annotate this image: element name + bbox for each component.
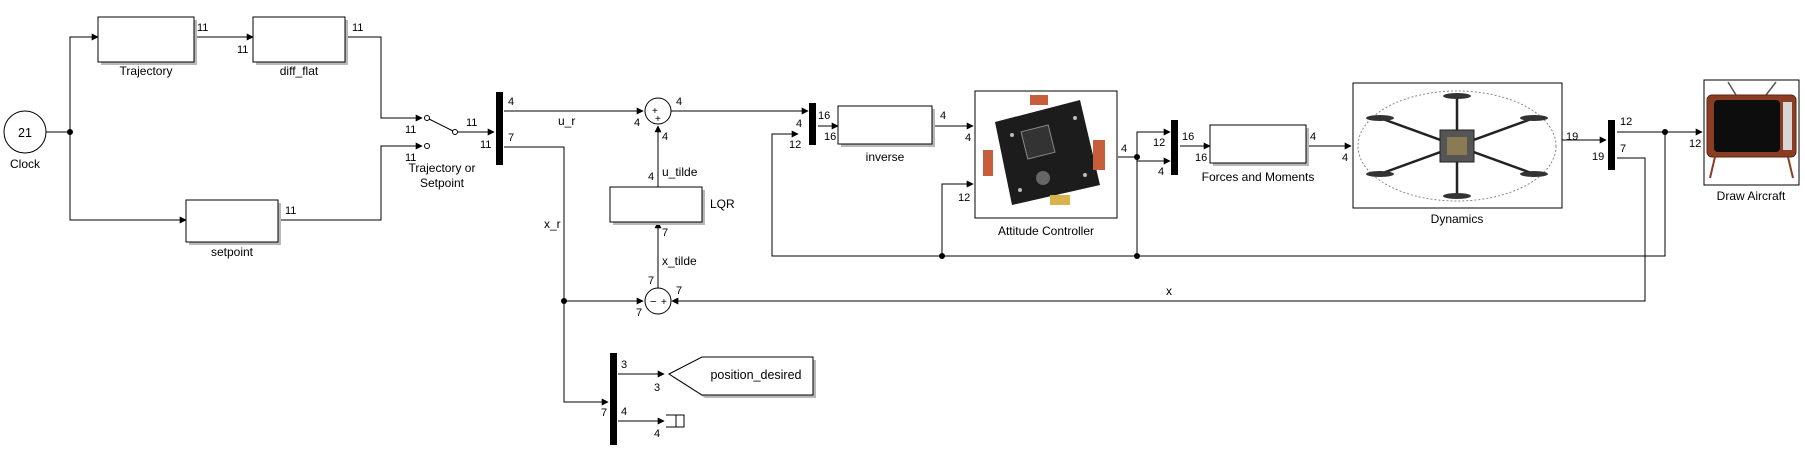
diff-flat-label: diff_flat: [280, 64, 319, 78]
lqr-label: LQR: [710, 197, 735, 211]
port-label: 12: [1620, 116, 1632, 128]
port-label: 4: [508, 96, 514, 108]
clock-block[interactable]: 21: [3, 110, 47, 154]
draw-aircraft-block[interactable]: [1703, 79, 1800, 186]
setpoint-label: setpoint: [211, 245, 254, 259]
port-label: 12: [958, 192, 970, 204]
port-label: 7: [648, 275, 654, 287]
port-label: 4: [662, 131, 668, 143]
terminator-block[interactable]: [666, 414, 685, 428]
goto-position-desired[interactable]: position_desired: [667, 356, 816, 398]
port-label: 11: [405, 124, 416, 136]
port-label: 7: [662, 227, 668, 239]
svg-text:+: +: [661, 297, 667, 308]
port-label: 4: [965, 132, 971, 144]
attitude-controller-label: Attitude Controller: [998, 224, 1094, 238]
port-label: 4: [621, 406, 627, 418]
trajectory-setpoint-switch[interactable]: [424, 115, 458, 149]
svg-text:+: +: [655, 114, 661, 125]
port-label: 11: [352, 22, 363, 34]
demux-position-reference[interactable]: [610, 353, 617, 445]
mux-forces-input[interactable]: [1171, 120, 1178, 175]
port-label: 7: [508, 132, 514, 144]
switch-label-line2: Setpoint: [420, 176, 465, 190]
port-label: 16: [1182, 131, 1194, 143]
signal-u-r: u_r: [558, 114, 575, 128]
forces-moments-label: Forces and Moments: [1202, 170, 1315, 184]
flight-controller-board-icon: [983, 95, 1105, 205]
port-label: 16: [818, 110, 830, 122]
sum-control-block[interactable]: + +: [644, 97, 672, 125]
clock-value: 21: [18, 126, 32, 140]
port-label: 12: [789, 139, 801, 151]
mux-controller-input[interactable]: [809, 103, 816, 145]
signal-x: x: [1166, 284, 1172, 298]
port-label: 3: [654, 382, 660, 394]
inverse-label: inverse: [866, 150, 905, 164]
trajectory-label: Trajectory: [120, 64, 173, 78]
demux-reference[interactable]: [496, 92, 503, 165]
switch-label-line1: Trajectory or: [409, 161, 476, 175]
dynamics-block[interactable]: [1352, 82, 1563, 209]
lqr-block[interactable]: [609, 186, 705, 225]
signal-lines: [46, 33, 1703, 425]
port-label: 16: [824, 131, 836, 143]
port-label: 12: [1153, 137, 1165, 149]
draw-aircraft-label: Draw Aircraft: [1717, 189, 1786, 203]
signal-x-r: x_r: [544, 217, 561, 231]
port-label: 11: [466, 117, 477, 129]
forces-moments-block[interactable]: [1209, 124, 1309, 166]
port-label: 4: [1158, 166, 1164, 178]
port-label: 19: [1592, 151, 1604, 163]
port-label: 11: [285, 205, 296, 217]
port-labels: 11 11 11 11 11 11 11 11 4 7 4 4 4 4 7 7 …: [197, 22, 1701, 440]
port-label: 11: [197, 22, 208, 34]
sum-error-block[interactable]: − +: [644, 287, 672, 315]
quadcopter-drone-icon: [1357, 90, 1557, 202]
port-label: 7: [676, 285, 682, 297]
demux-state-output[interactable]: [1608, 120, 1615, 170]
trajectory-block[interactable]: [97, 16, 197, 65]
port-label: 19: [1566, 131, 1578, 143]
clock-label: Clock: [10, 157, 41, 171]
port-label: 12: [1689, 138, 1701, 150]
port-label: 7: [636, 307, 642, 319]
port-label: 4: [1121, 143, 1127, 155]
port-label: 4: [796, 118, 802, 130]
port-label: 7: [601, 407, 607, 419]
svg-text:−: −: [650, 296, 656, 308]
port-label: 11: [237, 44, 248, 56]
port-label: 4: [648, 171, 654, 183]
retro-television-icon: [1706, 81, 1797, 179]
inverse-block[interactable]: [837, 105, 935, 147]
port-label: 4: [940, 110, 946, 122]
setpoint-block[interactable]: [185, 199, 281, 245]
diff-flat-block[interactable]: [252, 16, 348, 65]
port-label: 4: [654, 428, 660, 440]
port-label: 4: [634, 117, 640, 129]
port-label: 4: [676, 96, 682, 108]
port-label: 4: [1342, 152, 1348, 164]
dynamics-label: Dynamics: [1431, 212, 1484, 226]
signal-u-tilde: u_tilde: [662, 165, 698, 179]
port-label: 4: [1310, 131, 1316, 143]
port-label: 11: [405, 152, 416, 164]
svg-text:+: +: [652, 106, 658, 117]
port-label: 7: [1620, 143, 1626, 155]
port-label: 3: [621, 359, 627, 371]
port-label: 11: [480, 139, 491, 151]
attitude-controller-block[interactable]: [974, 90, 1118, 219]
goto-label: position_desired: [710, 368, 801, 382]
port-label: 16: [1195, 152, 1207, 164]
signal-x-tilde: x_tilde: [662, 254, 697, 268]
